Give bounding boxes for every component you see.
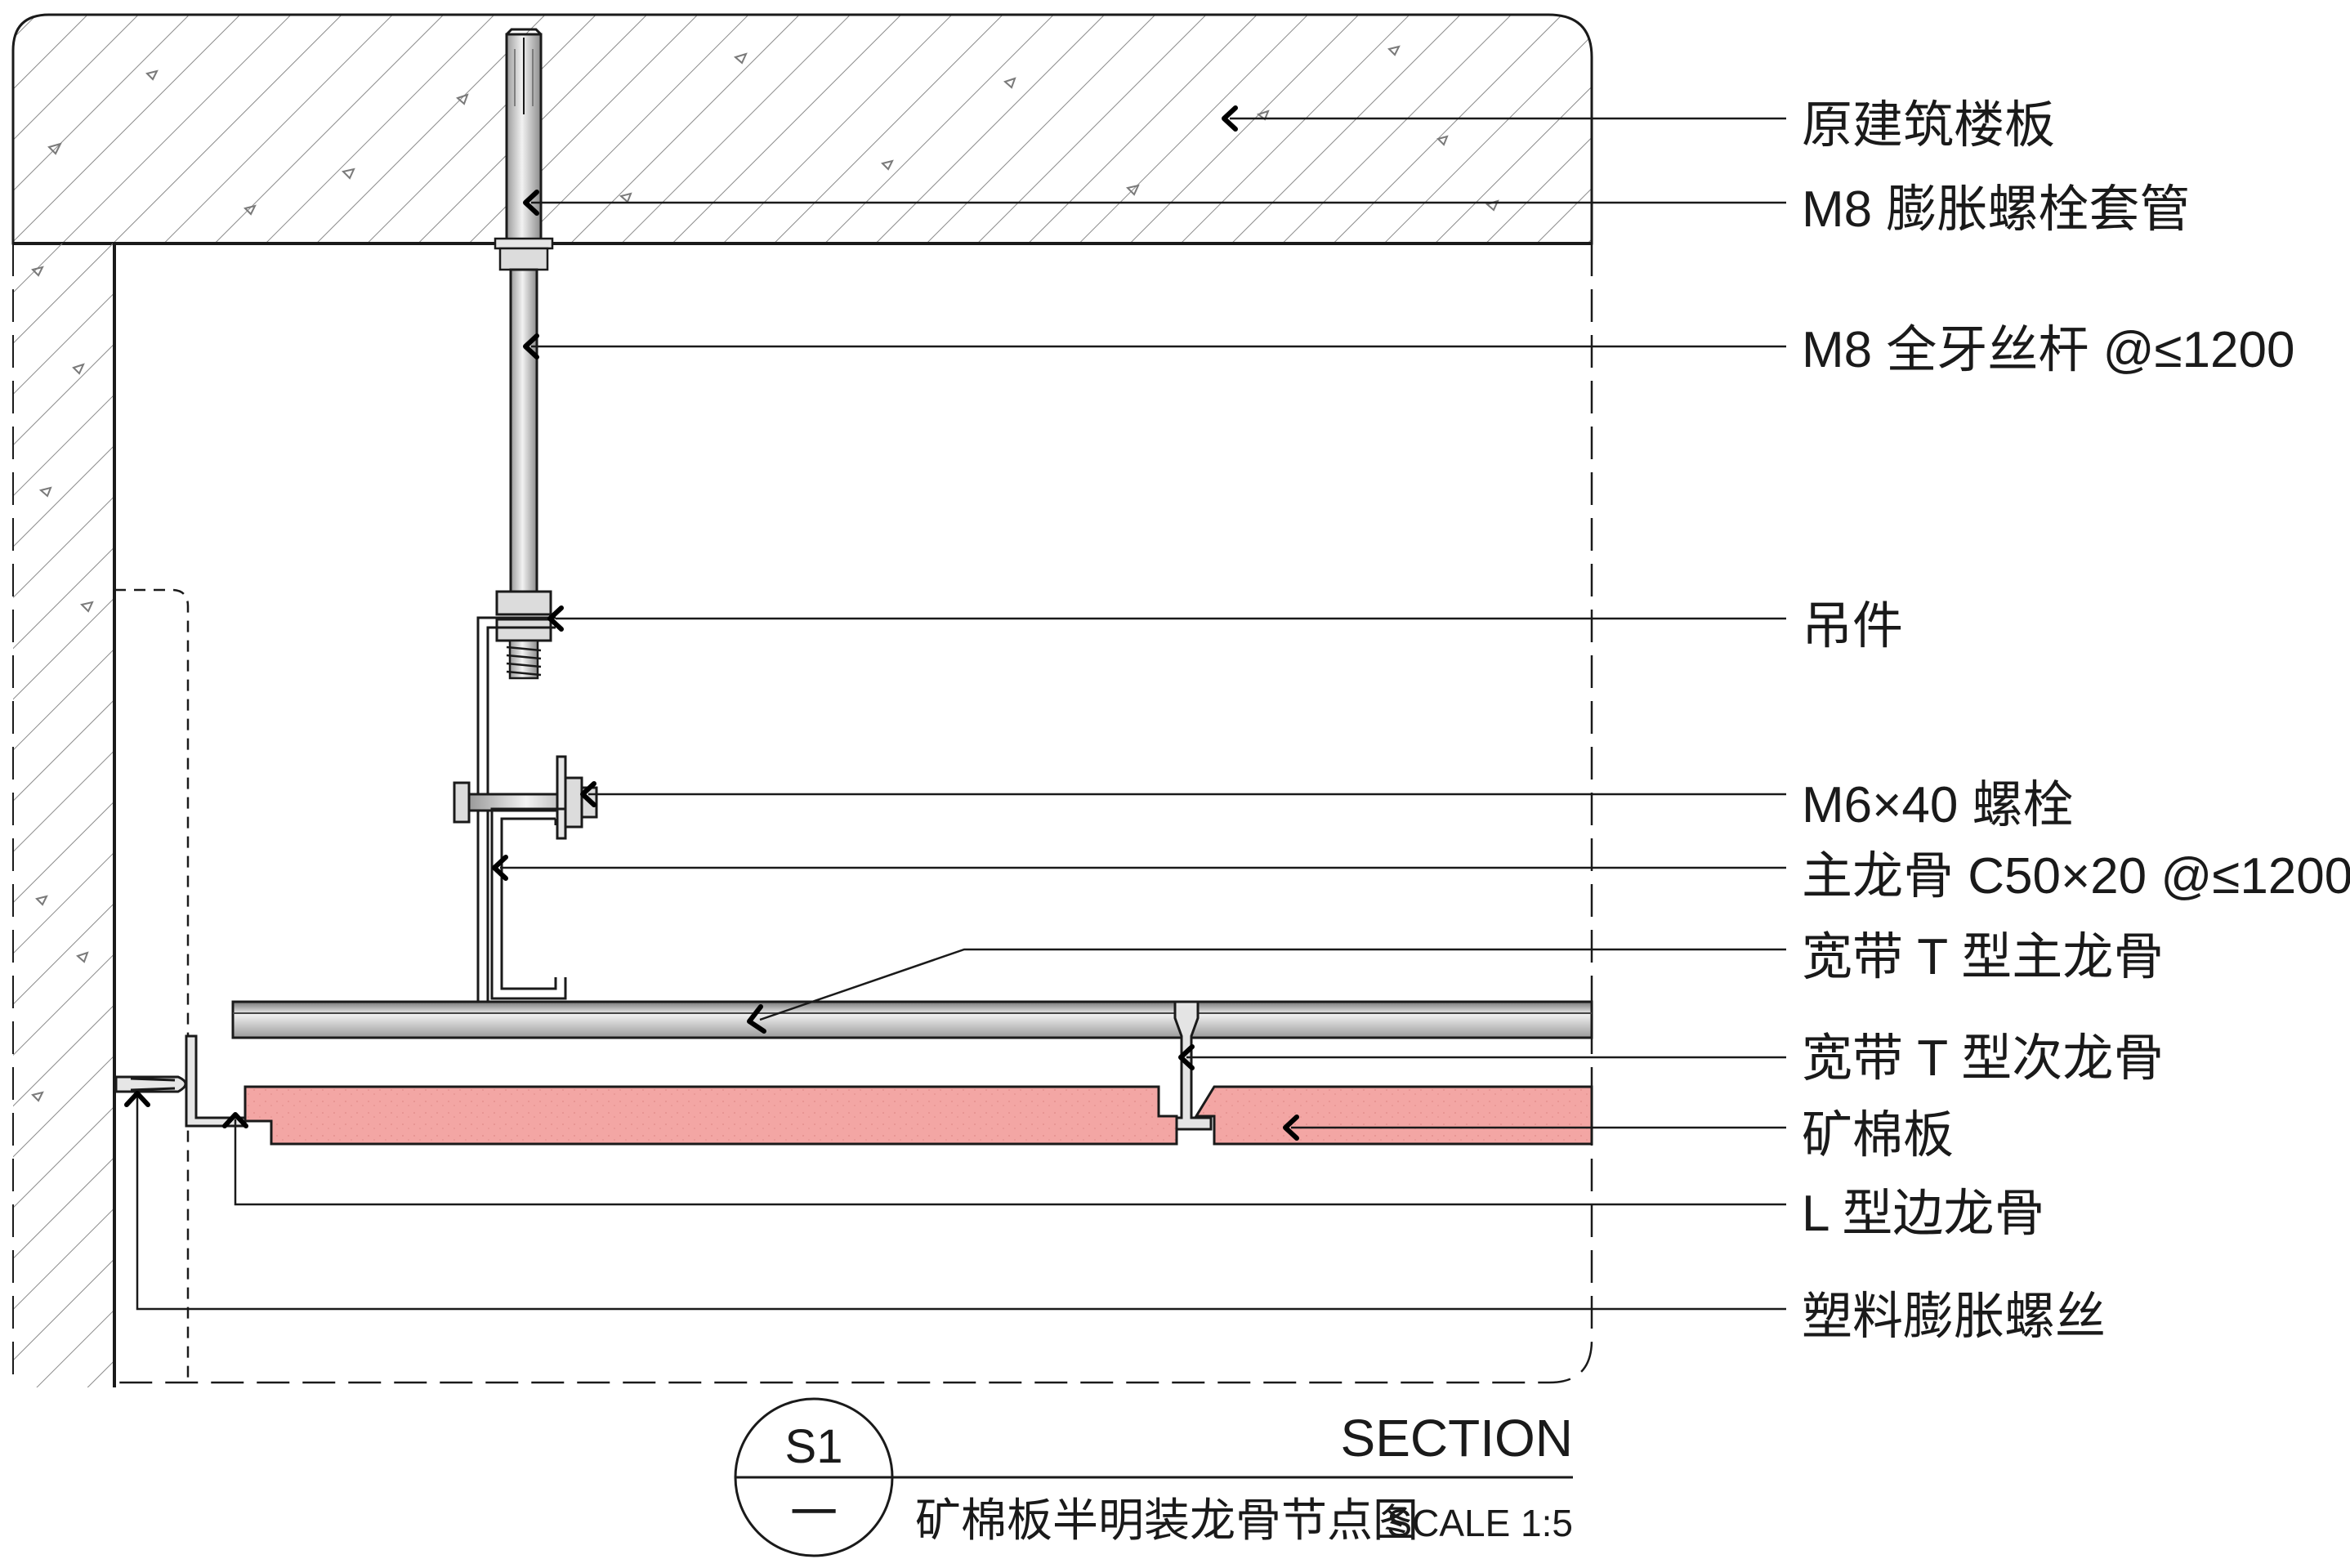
hanger-bracket	[476, 616, 556, 1007]
main-channel	[490, 807, 567, 1000]
l-edge-trim	[185, 1034, 247, 1128]
label-slab: 原建筑楼板	[1802, 97, 2055, 154]
t-main-runner	[231, 1000, 1593, 1039]
label-t-main: 宽带 T 型主龙骨	[1802, 929, 2164, 985]
break-lines	[114, 243, 1593, 1384]
m6-bolt	[453, 755, 598, 840]
title-block: S1 一 SECTION 矿棉板半明装龙骨节点图 SCALE 1:5	[734, 1397, 1573, 1557]
section-symbol-id: S1	[785, 1420, 843, 1473]
label-panel: 矿棉板	[1802, 1107, 1954, 1164]
side-wall	[12, 243, 116, 1387]
label-threaded-rod: M8 全牙丝杆 @≤1200	[1802, 322, 2294, 378]
label-l-edge: L 型边龙骨	[1802, 1186, 2044, 1242]
section-symbol-sheet: 一	[790, 1487, 838, 1540]
label-t-cross: 宽带 T 型次龙骨	[1802, 1030, 2164, 1087]
concrete-slab	[11, 13, 1593, 245]
label-hanger: 吊件	[1802, 598, 1903, 654]
leader-lines	[136, 117, 1786, 1311]
leader-arrows	[124, 105, 1299, 1141]
label-plastic-anchor: 塑料膨胀螺丝	[1802, 1289, 2106, 1345]
callout-labels: 原建筑楼板 M8 膨胀螺栓套管 M8 全牙丝杆 @≤1200 吊件 M6×40 …	[1802, 97, 2350, 1345]
label-main-channel: 主龙骨 C50×20 @≤1200	[1802, 848, 2350, 905]
aggregate-marks	[47, 45, 1499, 216]
drawing-title: 矿棉板半明装龙骨节点图	[915, 1494, 1418, 1546]
plastic-anchor	[114, 1075, 187, 1093]
label-bolt: M6×40 螺栓	[1802, 777, 2074, 833]
mineral-wool-panels	[243, 1085, 1593, 1146]
threaded-rod	[495, 268, 552, 680]
section-heading: SECTION	[1341, 1409, 1573, 1467]
drawing-scale: SCALE 1:5	[1387, 1502, 1573, 1544]
label-anchor-sleeve: M8 膨胀螺栓套管	[1802, 181, 2190, 238]
